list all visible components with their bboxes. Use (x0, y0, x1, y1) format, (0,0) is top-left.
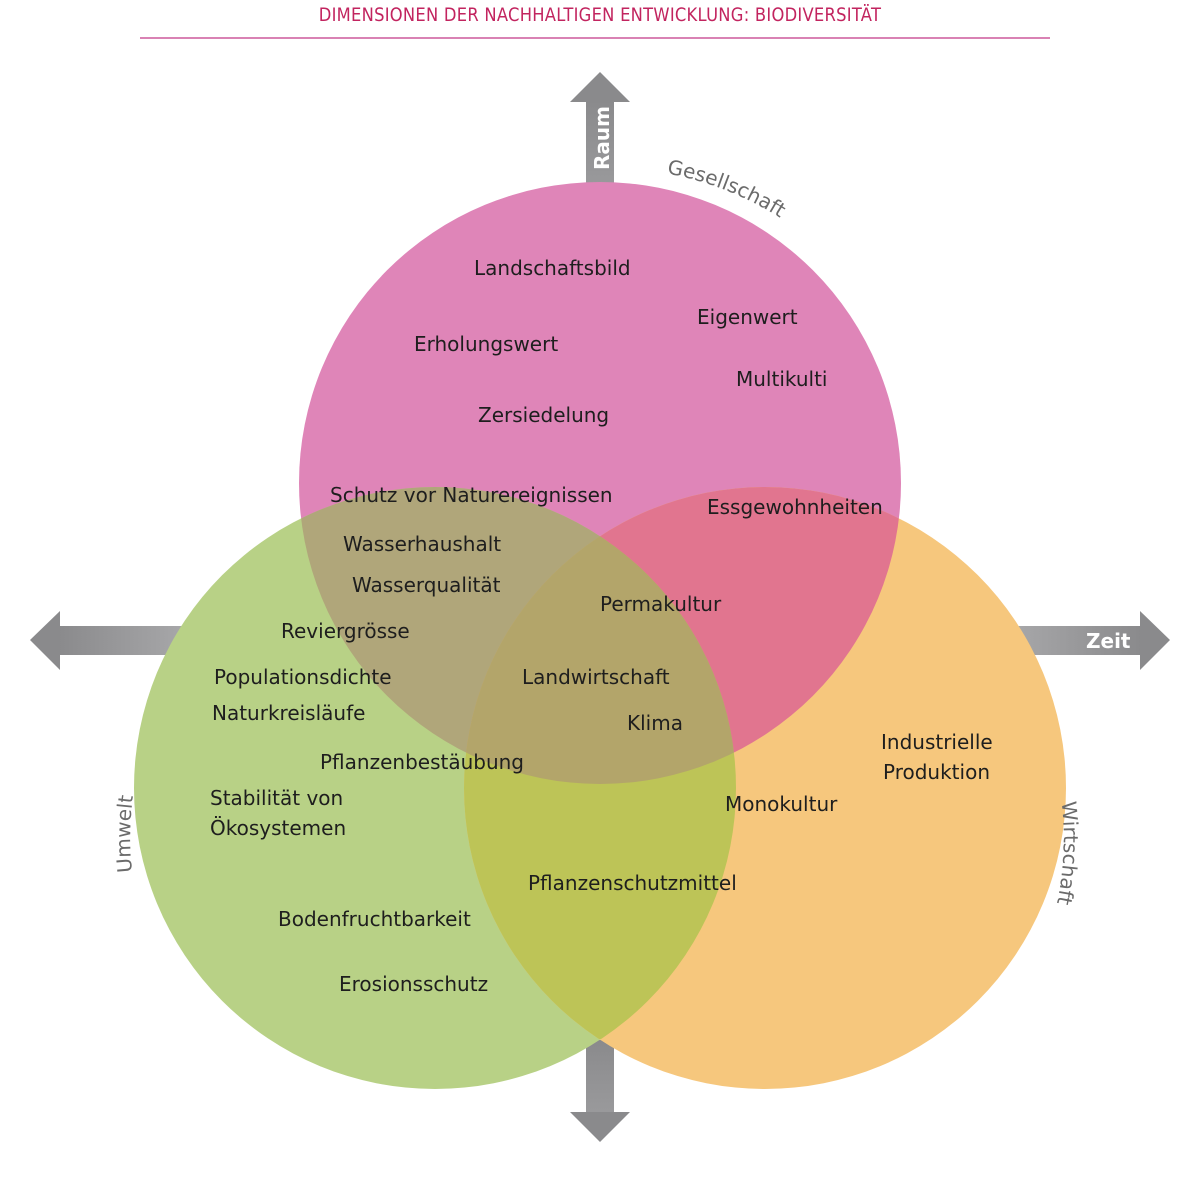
item-multikulti: Multikulti (736, 367, 827, 391)
dimension-label-umwelt: Umwelt (111, 794, 138, 874)
item-reviergroesse: Reviergrösse (281, 619, 410, 643)
axis-label-raum: Raum (590, 106, 614, 170)
item-pflanzenbestaeubung: Pflanzenbestäubung (320, 750, 524, 774)
item-eigenwert: Eigenwert (697, 305, 798, 329)
item-industrielle-line1: Industrielle (881, 730, 993, 754)
arrow-left (30, 611, 188, 670)
item-erosionsschutz: Erosionsschutz (339, 972, 488, 996)
item-landschaftsbild: Landschaftsbild (474, 256, 631, 280)
item-zersiedelung: Zersiedelung (478, 403, 609, 427)
arrow-up-raum (570, 72, 630, 190)
item-essgewohnheiten: Essgewohnheiten (707, 495, 883, 519)
diagram-title: DIMENSIONEN DER NACHHALTIGEN ENTWICKLUNG… (318, 4, 882, 26)
item-erholungswert: Erholungswert (414, 332, 558, 356)
item-naturkreislaeufe: Naturkreisläufe (212, 701, 365, 725)
item-landwirtschaft: Landwirtschaft (522, 665, 670, 689)
item-stabilitaet-line2: Ökosystemen (210, 816, 346, 840)
item-stabilitaet-line1: Stabilität von (210, 786, 343, 810)
item-wasserqualitaet: Wasserqualität (352, 573, 501, 597)
axis-label-zeit: Zeit (1086, 629, 1131, 653)
item-populationsdichte: Populationsdichte (214, 665, 392, 689)
item-klima: Klima (627, 711, 683, 735)
item-permakultur: Permakultur (600, 592, 722, 616)
item-wasserhaushalt: Wasserhaushalt (343, 532, 501, 556)
item-bodenfruchtbarkeit: Bodenfruchtbarkeit (278, 907, 471, 931)
title-divider (140, 37, 1050, 39)
item-monokultur: Monokultur (725, 792, 838, 816)
arrow-right-zeit (1010, 611, 1170, 670)
arrow-down (570, 1040, 630, 1142)
item-schutz-vor-naturereignissen: Schutz vor Naturereignissen (330, 483, 613, 507)
item-pflanzenschutzmittel: Pflanzenschutzmittel (528, 871, 737, 895)
item-industrielle-line2: Produktion (883, 760, 990, 784)
overlap-all-three (464, 487, 736, 784)
